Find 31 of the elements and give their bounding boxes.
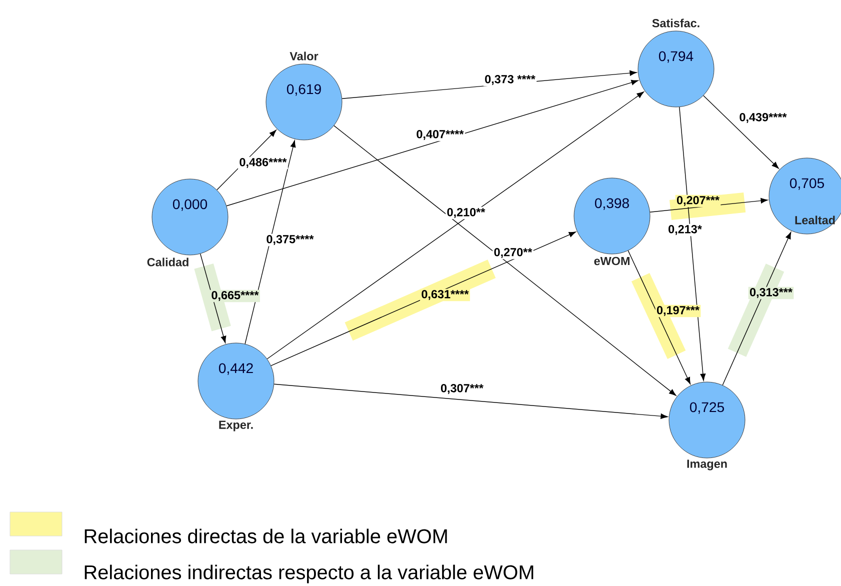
node-label: eWOM bbox=[594, 256, 630, 266]
edge-label: 0,631**** bbox=[420, 288, 470, 302]
edge-label: 0,407**** bbox=[415, 128, 465, 142]
edge-label: 0,375**** bbox=[265, 234, 315, 246]
node-label: Valor bbox=[290, 52, 318, 60]
arrow bbox=[200, 253, 226, 344]
node-label: Calidad bbox=[147, 258, 188, 266]
arrow bbox=[226, 80, 638, 206]
arrow bbox=[703, 95, 779, 169]
arrow bbox=[722, 232, 792, 386]
node-label: Exper. bbox=[219, 420, 253, 432]
arrow bbox=[334, 125, 676, 396]
node-label: Imagen bbox=[687, 460, 727, 470]
arrow bbox=[266, 92, 644, 360]
legend-text: Relaciones indirectas respecto a la variable eWOM bbox=[84, 564, 534, 584]
edge-label: 0,197*** bbox=[655, 304, 701, 318]
edge-label: 0,207*** bbox=[675, 194, 721, 208]
edge-label: 0,213* bbox=[666, 224, 704, 236]
edge-label: 0,313*** bbox=[748, 286, 794, 300]
arrow bbox=[628, 250, 691, 384]
edge-label: 0,270** bbox=[492, 246, 534, 260]
edge-label: 0,665**** bbox=[210, 290, 260, 302]
edge-label: 0,210** bbox=[446, 206, 486, 220]
edge-label: 0,373 **** bbox=[483, 74, 537, 86]
node-label: Satisfac. bbox=[652, 18, 700, 28]
arrow bbox=[244, 140, 296, 344]
legend-text: Relaciones directas de la variable eWOM bbox=[84, 528, 447, 544]
edge-label: 0,486**** bbox=[238, 156, 288, 170]
arrow bbox=[274, 384, 668, 419]
edge-label: 0,307*** bbox=[439, 382, 485, 396]
edge-label: 0,439**** bbox=[738, 112, 788, 124]
